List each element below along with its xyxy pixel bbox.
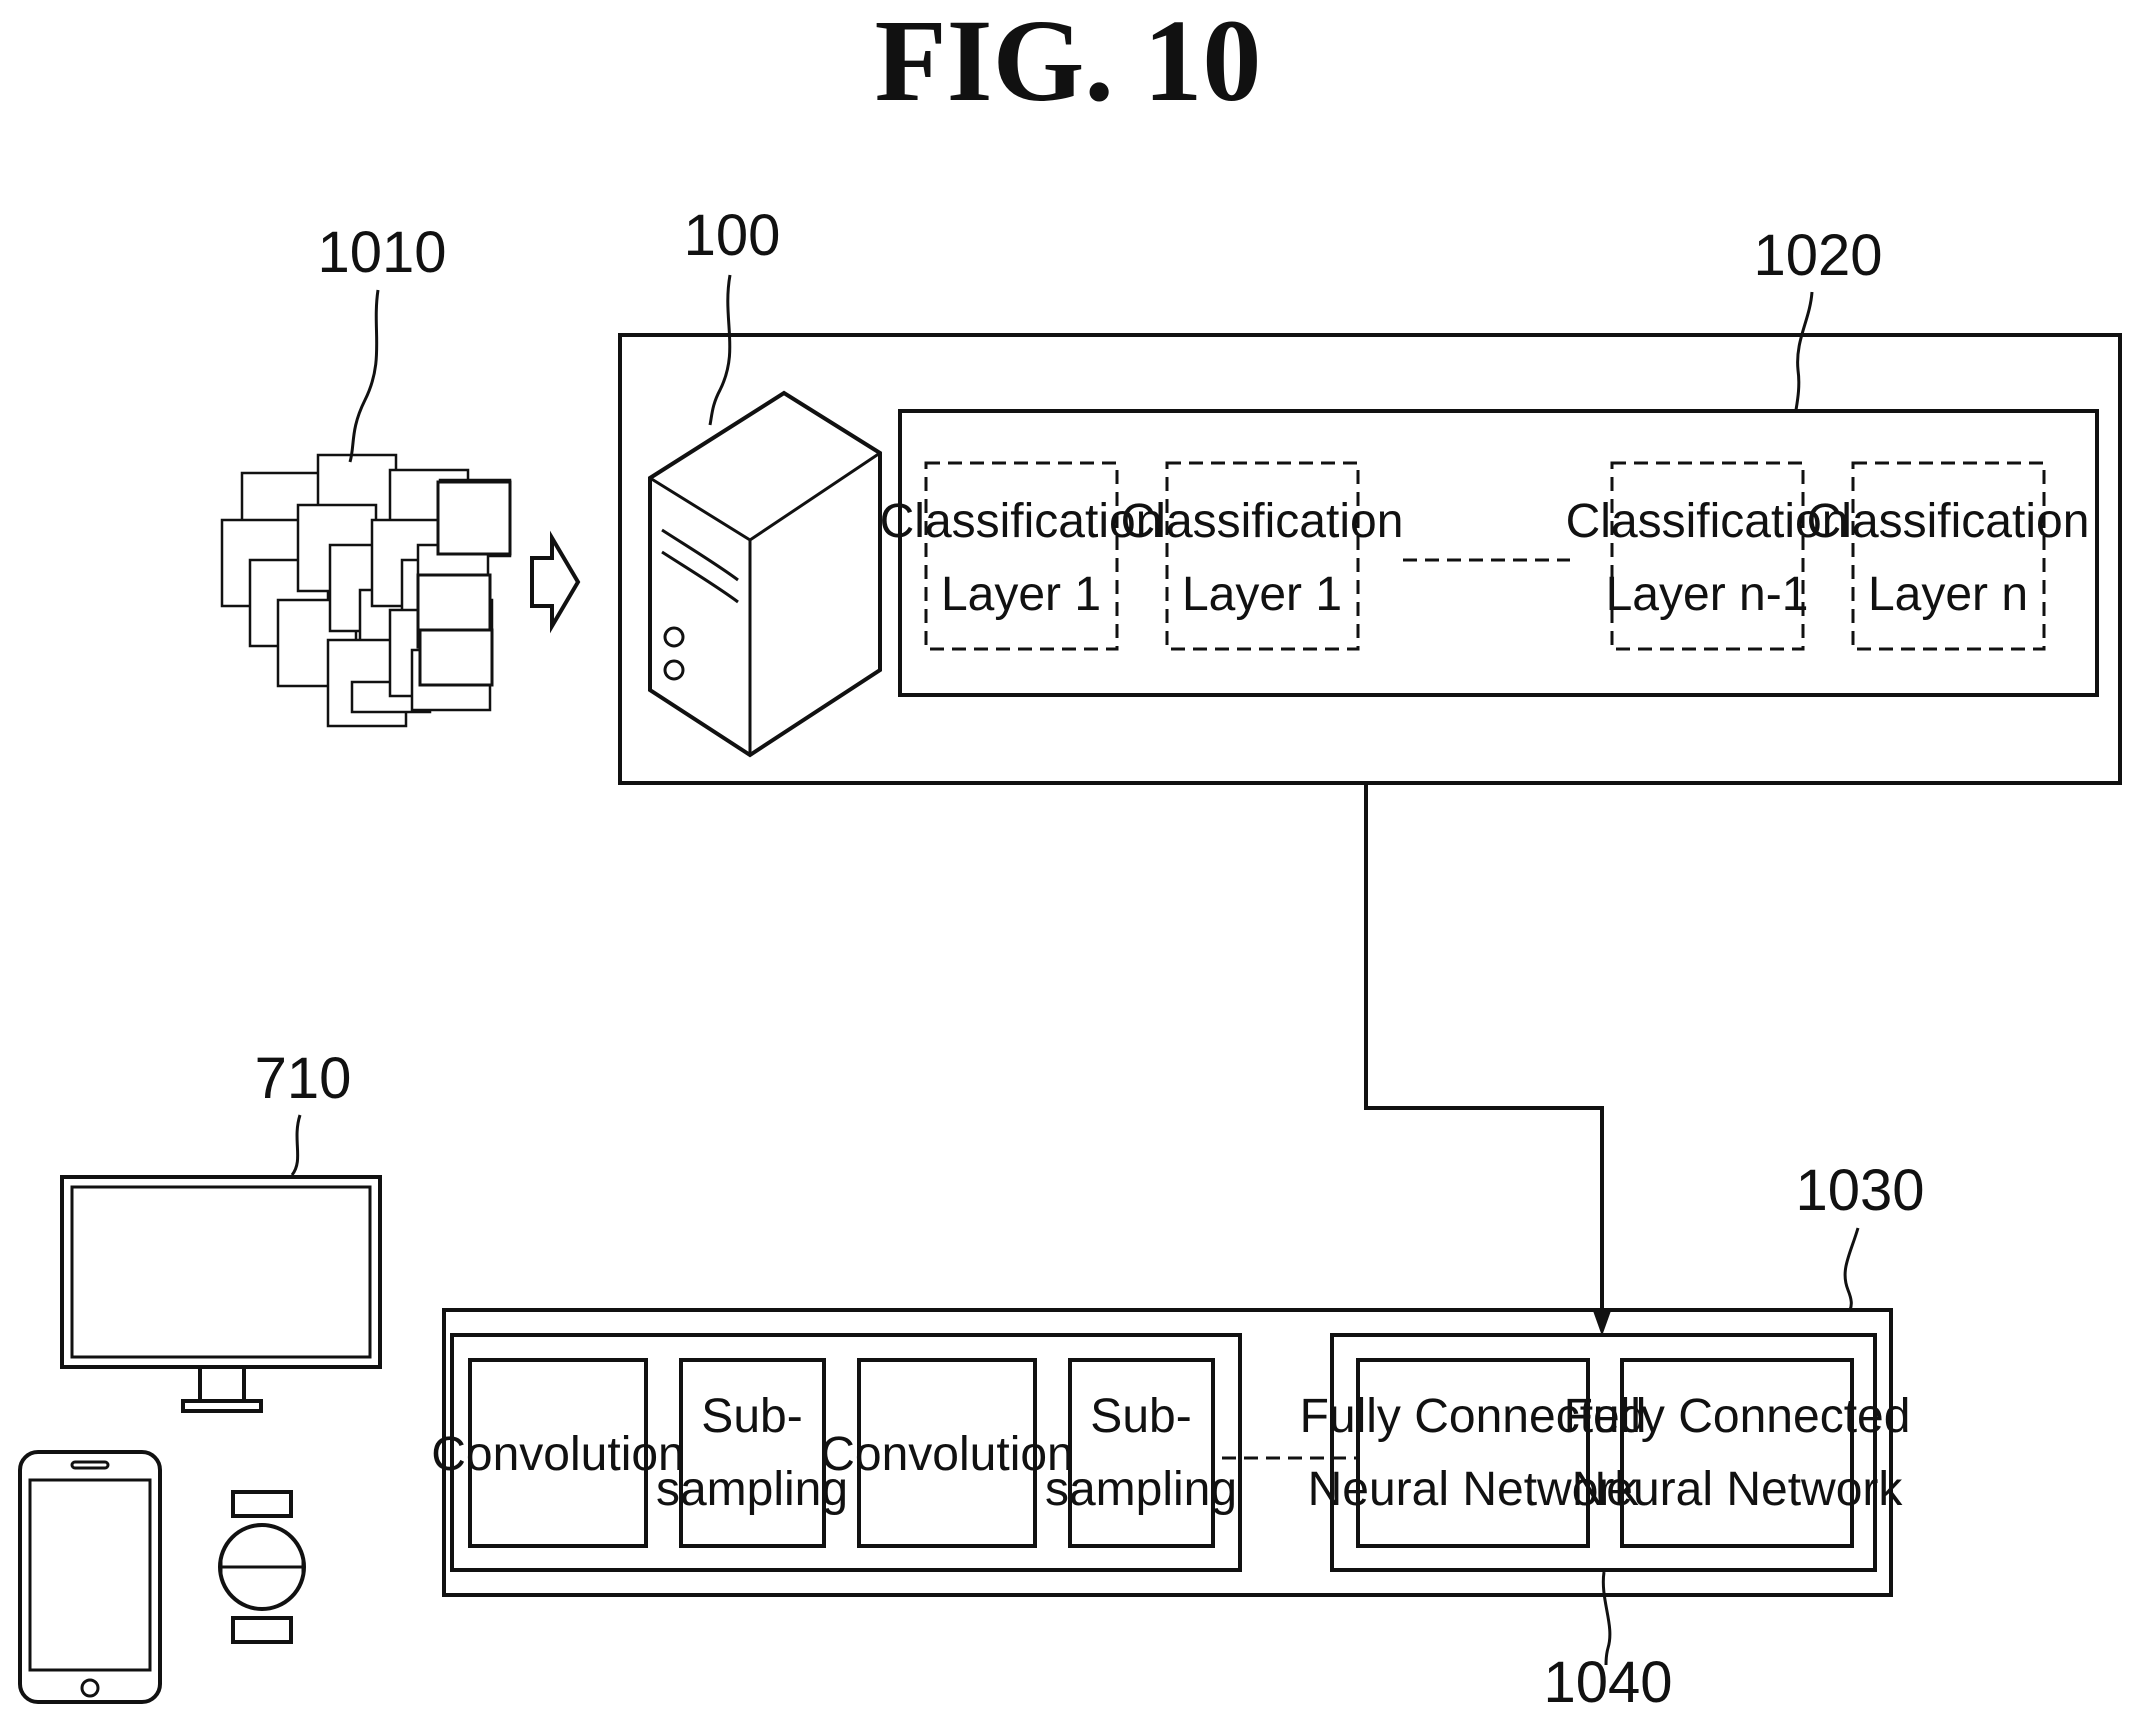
classification-layer-1-line2: Layer 1 bbox=[941, 568, 1101, 621]
input-arrow-icon bbox=[532, 538, 578, 626]
ref-1030-leader bbox=[1845, 1228, 1858, 1310]
classification-layer-4-line2: Layer n bbox=[1868, 568, 2028, 621]
monitor-icon bbox=[62, 1177, 380, 1411]
ref-1010-leader bbox=[350, 290, 378, 462]
classification-layer-4-line1: Classification bbox=[1807, 495, 2090, 548]
smartphone-icon bbox=[20, 1452, 160, 1702]
fully-connected-block-2-line2: Neural Network bbox=[1572, 1463, 1904, 1516]
classification-layer-box-1 bbox=[926, 463, 1117, 649]
ref-1010-label: 1010 bbox=[317, 220, 446, 285]
ref-1020-label: 1020 bbox=[1753, 223, 1882, 288]
smartwatch-icon bbox=[220, 1492, 304, 1642]
convolution-block-1-label: Convolution bbox=[431, 1428, 685, 1481]
ref-710-label: 710 bbox=[255, 1046, 352, 1111]
fully-connected-box bbox=[1332, 1335, 1875, 1570]
ref-100-label: 100 bbox=[684, 203, 781, 268]
subsampling-block-2-line2: sampling bbox=[1045, 1463, 1237, 1516]
classification-layer-box-4 bbox=[1853, 463, 2044, 649]
classification-layer-box-3 bbox=[1612, 463, 1803, 649]
ref-1040-label: 1040 bbox=[1543, 1650, 1672, 1715]
subsampling-block-2 bbox=[1070, 1360, 1213, 1546]
ref-1020-leader bbox=[1796, 292, 1812, 410]
image-stack-illustration bbox=[222, 455, 510, 726]
ref-1030-label: 1030 bbox=[1795, 1158, 1924, 1223]
classifier-box bbox=[900, 411, 2097, 695]
subsampling-block-2-line1: Sub- bbox=[1090, 1390, 1191, 1443]
subsampling-block-1-line2: sampling bbox=[656, 1463, 848, 1516]
server-system-box bbox=[620, 335, 2120, 783]
subsampling-block-1-line1: Sub- bbox=[701, 1390, 802, 1443]
fully-connected-block-1 bbox=[1358, 1360, 1588, 1546]
server-tower-icon bbox=[650, 393, 880, 755]
ref-710-leader bbox=[292, 1115, 300, 1175]
subsampling-block-1 bbox=[681, 1360, 824, 1546]
server-to-network-connector bbox=[1366, 783, 1602, 1318]
classification-layer-3-line2: Layer n-1 bbox=[1606, 568, 1809, 621]
convolution-block-2-label: Convolution bbox=[820, 1428, 1074, 1481]
classification-layer-2-line2: Layer 1 bbox=[1182, 568, 1342, 621]
figure-title: FIG. 10 bbox=[875, 0, 1262, 126]
fully-connected-block-2 bbox=[1622, 1360, 1852, 1546]
fully-connected-block-2-line1: Fully Connected bbox=[1564, 1390, 1911, 1443]
ref-100-leader bbox=[710, 275, 730, 425]
connector-arrowhead-icon bbox=[1592, 1308, 1612, 1336]
classification-layer-2-line1: Classification bbox=[1121, 495, 1404, 548]
classification-layer-box-2 bbox=[1167, 463, 1358, 649]
